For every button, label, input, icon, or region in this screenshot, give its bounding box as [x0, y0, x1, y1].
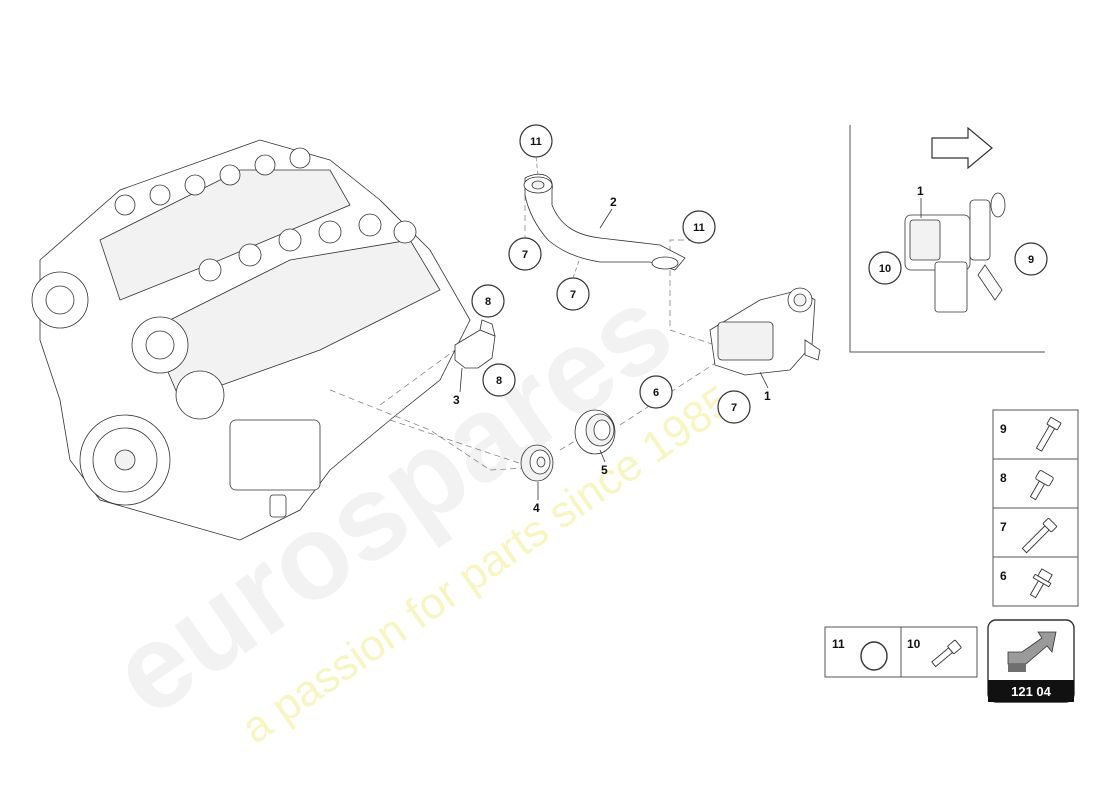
- view-direction-arrow-icon: [931, 126, 993, 170]
- bottom-row-10: 10: [907, 637, 962, 668]
- label-5: 5: [601, 463, 608, 477]
- callout-11-right: 11: [682, 210, 716, 244]
- hex-flange-bolt-icon: [1029, 568, 1053, 599]
- callout-11-right-text: 11: [693, 222, 705, 234]
- callout-inset-9: 9: [1014, 242, 1048, 276]
- label-3: 3: [453, 393, 460, 407]
- callout-inset-10-text: 10: [879, 263, 891, 275]
- callout-7-pump-text: 7: [731, 402, 737, 414]
- bottom-table: 11 10: [824, 626, 978, 678]
- label-1: 1: [764, 389, 771, 403]
- callout-inset-10: 10: [868, 251, 902, 285]
- callout-7-mid: 7: [556, 277, 590, 311]
- fastener-row-8: 8: [1000, 470, 1054, 501]
- fastener-row-9: 9: [1000, 417, 1062, 452]
- bolt-icon: [1035, 417, 1062, 452]
- callout-11-top-text: 11: [530, 136, 542, 148]
- label-2: 2: [610, 195, 617, 209]
- fastener-num-8: 8: [1000, 471, 1007, 485]
- fastener-num-7: 7: [1000, 520, 1007, 534]
- callout-8-bottom: 8: [482, 363, 516, 397]
- callouts: 11 11 7 7 7 8 8 6: [471, 124, 751, 424]
- callout-8-top-text: 8: [485, 296, 491, 308]
- fastener-row-7: 7: [1000, 517, 1058, 554]
- callout-6-text: 6: [653, 387, 659, 399]
- part-4-gear: [520, 444, 554, 482]
- label-4: 4: [533, 501, 540, 515]
- part-2-pipe: [523, 173, 686, 271]
- callout-7-pump: 7: [717, 390, 751, 424]
- engine-block-illustration: [31, 139, 471, 541]
- part-3-bracket: [454, 319, 496, 369]
- callout-11-top: 11: [519, 124, 553, 158]
- part-1-water-pump: [709, 287, 821, 376]
- leader-lines: [329, 195, 721, 471]
- bottom-num-11: 11: [832, 637, 845, 651]
- item-labels: 2 3 4 5 1: [453, 195, 771, 515]
- inset-pump: [904, 192, 1006, 313]
- bottom-row-11: 11: [832, 637, 888, 671]
- o-ring-icon: [860, 641, 888, 671]
- stud-bolt-icon: [931, 639, 962, 668]
- page-navigation[interactable]: 121 04: [987, 619, 1075, 703]
- callout-inset-9-text: 9: [1028, 254, 1034, 266]
- inset-label-1: 1: [917, 184, 924, 198]
- bottom-num-10: 10: [907, 637, 921, 651]
- fastener-num-6: 6: [1000, 569, 1007, 583]
- callout-7-mid-text: 7: [570, 289, 576, 301]
- flange-bolt-icon: [1029, 470, 1054, 501]
- callout-6: 6: [639, 375, 673, 409]
- next-page-arrow-icon[interactable]: [1007, 631, 1057, 672]
- bolt-icon: [1021, 517, 1058, 554]
- callout-7-left-text: 7: [522, 249, 528, 261]
- fastener-row-6: 6: [1000, 568, 1053, 599]
- page-number: 121 04: [1011, 684, 1052, 699]
- cam-covers: [114, 147, 417, 282]
- fastener-num-9: 9: [1000, 422, 1007, 436]
- inset-detail: 1 9 10: [849, 125, 1048, 353]
- fastener-table: 9 8 7 6: [992, 409, 1079, 607]
- callout-8-top: 8: [471, 284, 505, 318]
- callout-8-bottom-text: 8: [496, 375, 502, 387]
- callout-7-left: 7: [508, 237, 542, 271]
- part-5-bearing: [574, 409, 616, 455]
